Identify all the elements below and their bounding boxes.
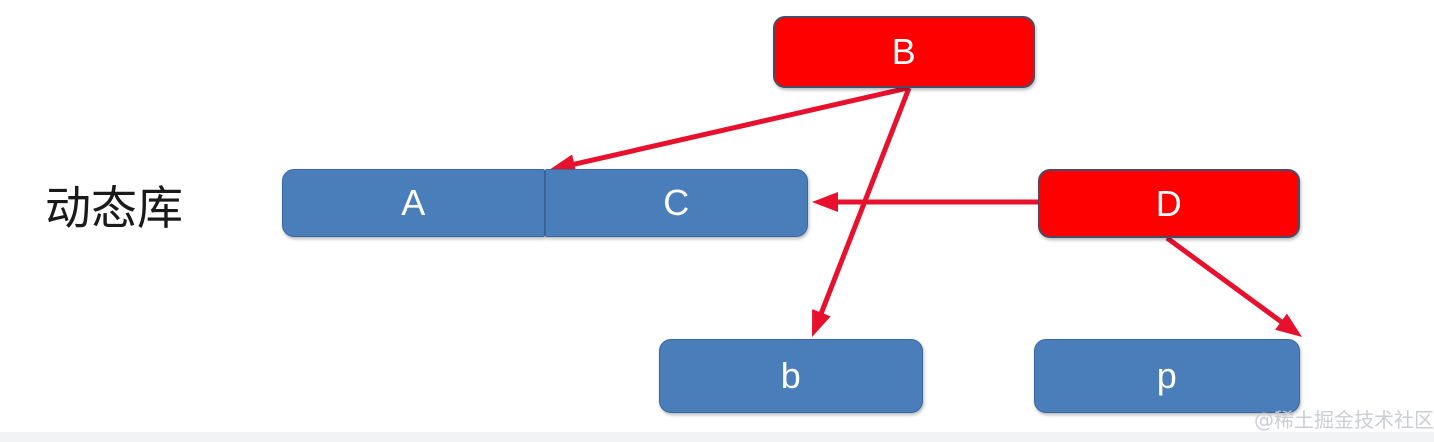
arrow-B-to-b (812, 87, 912, 337)
arrow-B-to-AC (549, 85, 909, 174)
node-D[interactable]: D (1038, 169, 1300, 238)
node-label: A (401, 182, 426, 223)
watermark: @稀土掘金技术社区 (1254, 408, 1434, 432)
node-label: b (780, 355, 802, 396)
node-B[interactable]: B (773, 16, 1035, 88)
bottom-strip (0, 432, 1434, 442)
node-label: C (663, 182, 690, 223)
node-p[interactable]: p (1034, 339, 1300, 413)
node-A[interactable]: A (282, 169, 545, 237)
node-label: p (1156, 355, 1178, 396)
group-label-dynamic-library: 动态库 (45, 181, 183, 235)
node-b[interactable]: b (659, 339, 923, 413)
node-C[interactable]: C (545, 169, 808, 237)
arrow-D-to-p (1165, 235, 1302, 337)
arrow-D-to-C (812, 192, 1038, 212)
node-label: D (1155, 182, 1183, 224)
node-label: B (891, 31, 917, 72)
